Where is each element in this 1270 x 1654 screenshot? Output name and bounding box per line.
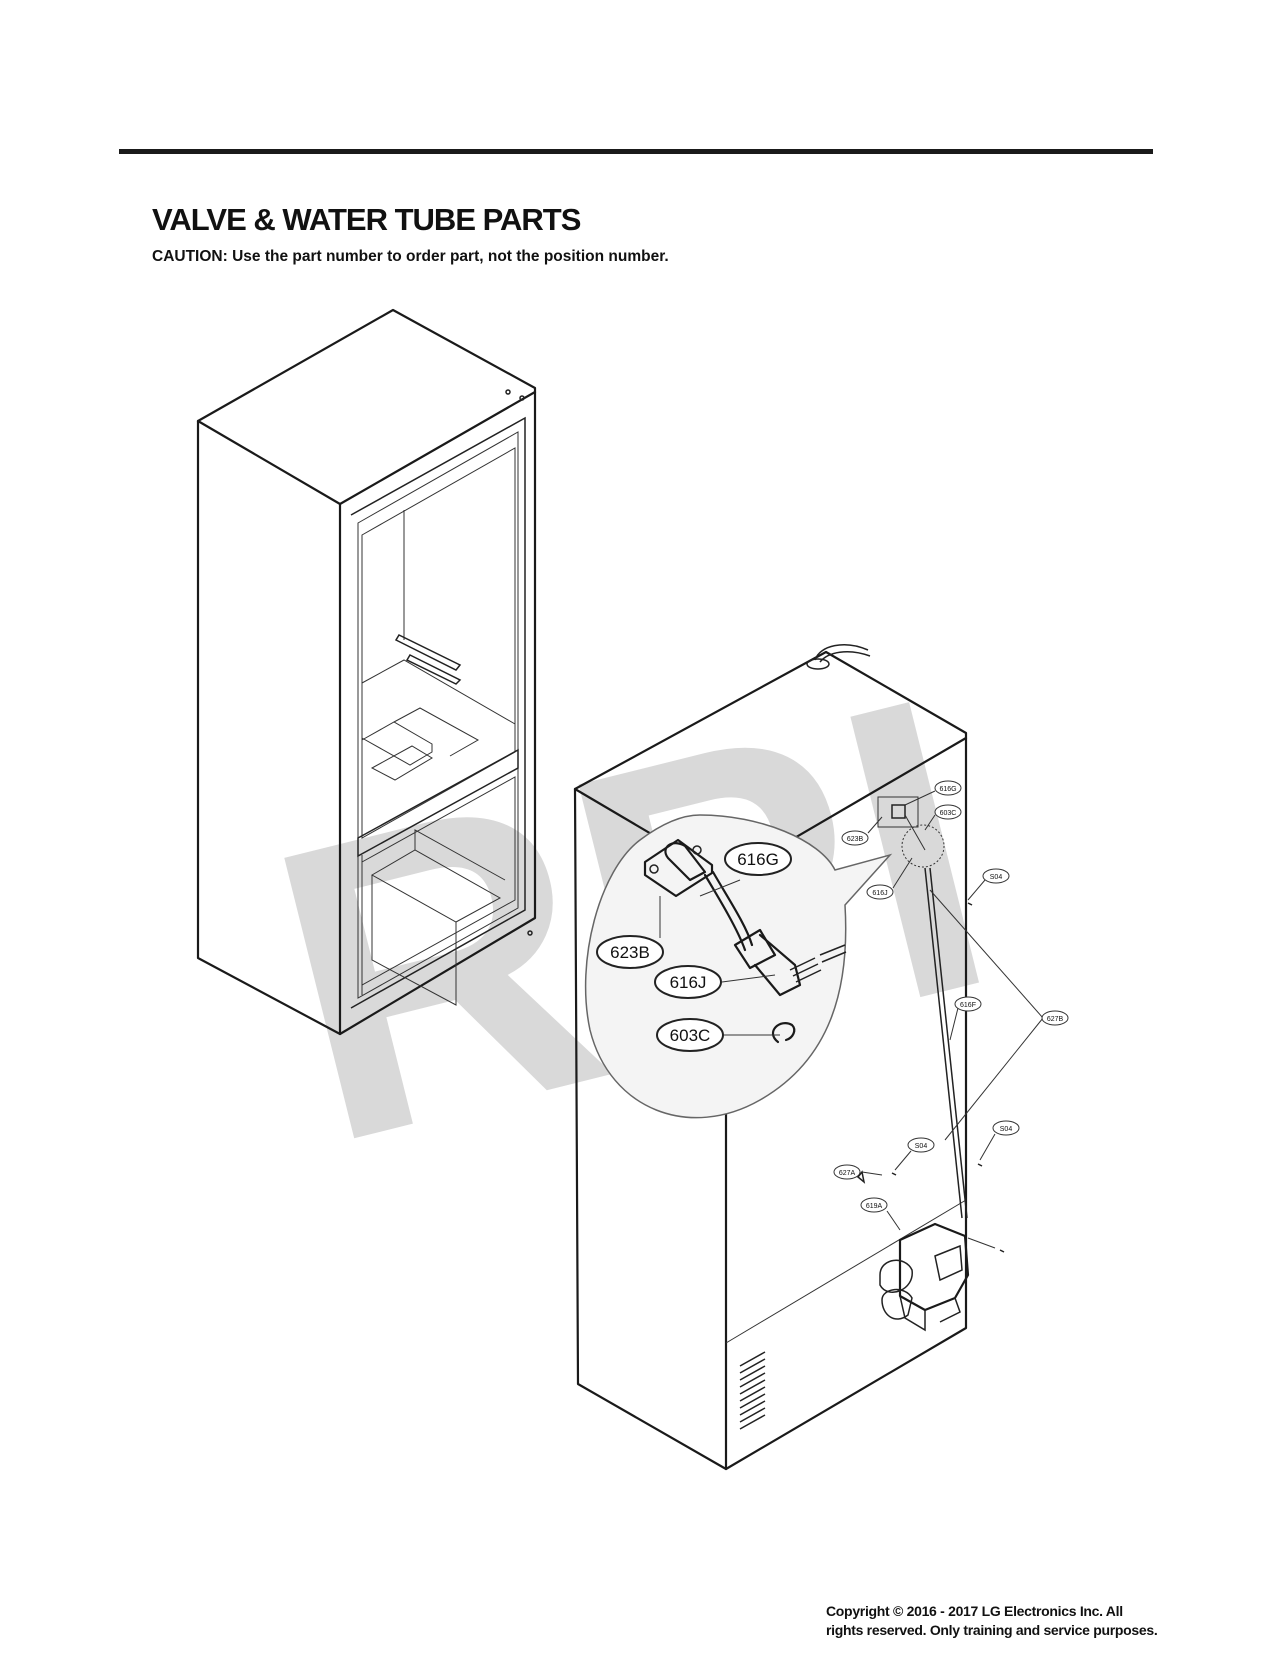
svg-text:619A: 619A	[866, 1203, 883, 1210]
svg-text:616F: 616F	[960, 1002, 976, 1009]
svg-text:623B: 623B	[847, 836, 864, 843]
callout-S04-top: S04	[982, 868, 1010, 884]
svg-text:S04: S04	[915, 1143, 928, 1150]
detail-callout-623B: 623B	[596, 935, 664, 969]
callout-623B: 623B	[841, 830, 869, 846]
svg-text:603C: 603C	[670, 1026, 711, 1045]
copyright-notice: Copyright © 2016 - 2017 LG Electronics I…	[826, 1602, 1226, 1640]
callout-603C: 603C	[934, 804, 962, 820]
water-valve	[879, 1222, 970, 1332]
svg-text:S04: S04	[1000, 1126, 1013, 1133]
copyright-line-2: rights reserved. Only training and servi…	[826, 1622, 1158, 1638]
callout-627A: 627A	[833, 1164, 861, 1180]
svg-text:616G: 616G	[737, 850, 779, 869]
svg-text:603C: 603C	[940, 810, 957, 817]
svg-text:S04: S04	[990, 874, 1003, 881]
callout-616G: 616G	[934, 780, 962, 796]
header-rule	[119, 149, 1153, 154]
detail-callout-616J: 616J	[654, 965, 722, 999]
page-title: VALVE & WATER TUBE PARTS	[152, 202, 581, 237]
screws	[856, 902, 1005, 1253]
copyright-line-1: Copyright © 2016 - 2017 LG Electronics I…	[826, 1603, 1123, 1619]
detail-callout-616G: 616G	[724, 842, 792, 876]
callout-616J: 616J	[866, 884, 894, 900]
callout-leaders	[861, 790, 1044, 1249]
svg-text:616G: 616G	[939, 786, 956, 793]
callout-616F: 616F	[954, 996, 982, 1012]
svg-text:627B: 627B	[1047, 1016, 1064, 1023]
callout-627B: 627B	[1041, 1010, 1069, 1026]
svg-text:623B: 623B	[610, 943, 650, 962]
svg-text:627A: 627A	[839, 1170, 856, 1177]
svg-text:616J: 616J	[872, 890, 887, 897]
callout-619A: 619A	[860, 1197, 888, 1213]
cabinet-front	[196, 308, 537, 1036]
rear-vent	[739, 1351, 766, 1430]
callout-S04-mid: S04	[992, 1120, 1020, 1136]
caution-note: CAUTION: Use the part number to order pa…	[152, 248, 669, 265]
detail-callout-603C: 603C	[656, 1018, 724, 1052]
svg-text:616J: 616J	[670, 973, 707, 992]
callout-S04-left: S04	[907, 1137, 935, 1153]
clip-box	[877, 796, 919, 828]
